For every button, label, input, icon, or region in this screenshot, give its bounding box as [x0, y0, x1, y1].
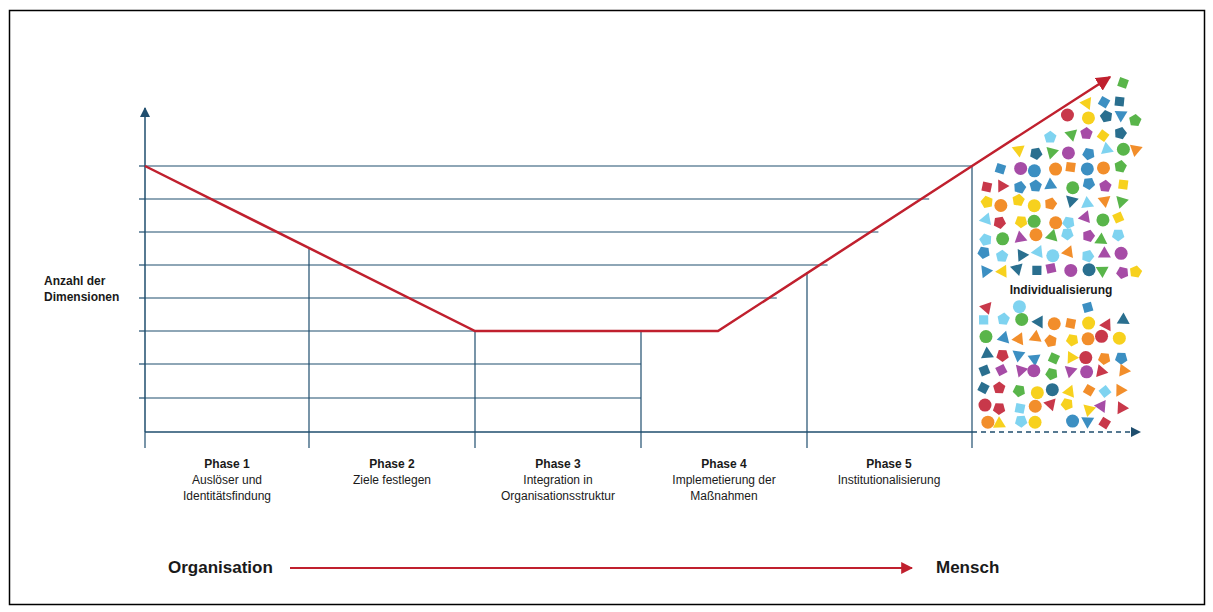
- phase-divider: [144, 432, 145, 448]
- phase-description: Ziele festlegen: [317, 472, 467, 488]
- phase-divider: [474, 331, 475, 448]
- grid: [139, 166, 972, 448]
- phase-title: Phase 3: [483, 456, 633, 472]
- individualisation-band: Individualisierung: [984, 280, 1138, 300]
- axis-tick: [139, 330, 145, 331]
- phase-divider: [640, 331, 641, 448]
- axis-tick: [139, 165, 145, 166]
- grid-line: [145, 264, 828, 265]
- axis-tick: [139, 231, 145, 232]
- axis-tick: [139, 264, 145, 265]
- axis-tick: [139, 397, 145, 398]
- phase-description: Auslöser und Identitätsfindung: [172, 472, 282, 504]
- direction-label: Organisation: [168, 558, 288, 578]
- y-axis: [144, 108, 146, 432]
- phase-title: Phase 2: [317, 456, 467, 472]
- direction-label: Mensch: [936, 558, 1036, 578]
- dimension-curve: [145, 77, 1110, 331]
- axis-tick: [139, 363, 145, 364]
- frame: [10, 11, 1205, 605]
- axis-tick: [139, 297, 145, 298]
- dimension-line: [145, 77, 1110, 331]
- grid-line: [145, 397, 641, 398]
- grid-line: [145, 165, 972, 166]
- grid-line: [145, 198, 929, 199]
- phase-description: Institutionalisierung: [814, 472, 964, 488]
- grid-line: [145, 363, 641, 364]
- grid-line: [145, 297, 777, 298]
- phase-divider: [806, 272, 807, 448]
- direction-arrow: [290, 567, 912, 569]
- confetti-area: [977, 77, 1142, 429]
- grid-line: [145, 231, 878, 232]
- axis-label: Anzahl der Dimensionen: [44, 273, 139, 305]
- x-axis: [145, 431, 972, 433]
- phase-title: Phase 1: [152, 456, 302, 472]
- phase-title: Phase 5: [814, 456, 964, 472]
- x-axis-extension: [972, 431, 1140, 433]
- phase-description: Implemetierung der Maßnahmen: [662, 472, 787, 504]
- band-label: Individualisierung: [1006, 280, 1117, 300]
- phase-description: Integration in Organisationsstruktur: [493, 472, 623, 504]
- phase-divider: [971, 166, 972, 448]
- phase-divider: [308, 249, 309, 448]
- axis-tick: [139, 198, 145, 199]
- phase-title: Phase 4: [649, 456, 799, 472]
